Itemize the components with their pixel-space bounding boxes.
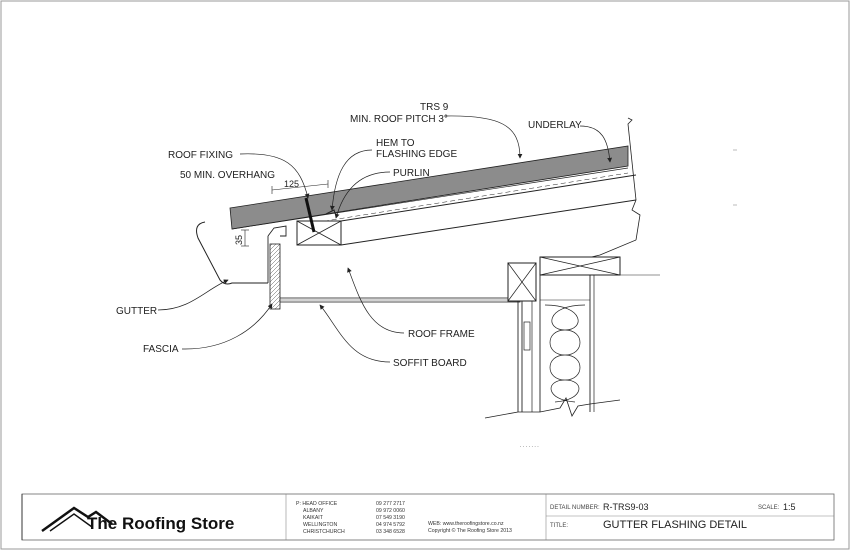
roof-frame-bottom bbox=[340, 199, 637, 246]
label-underlay: UNDERLAY bbox=[528, 120, 582, 131]
office-header: P: HEAD OFFICE bbox=[296, 501, 338, 507]
dim-35: 35 bbox=[234, 235, 244, 245]
label-soffit: SOFFIT BOARD bbox=[393, 358, 467, 369]
underlay-line bbox=[231, 167, 629, 230]
wall-insulation bbox=[544, 304, 586, 403]
roof-sheet bbox=[229, 145, 629, 230]
svg-text:. . . . . . .: . . . . . . . bbox=[520, 443, 539, 449]
phone-kaikait: 07 549 3190 bbox=[376, 515, 405, 521]
scale-value: 1:5 bbox=[783, 502, 796, 512]
label-trs: TRS 9 bbox=[420, 102, 449, 113]
label-overhang: 50 MIN. OVERHANG bbox=[180, 170, 275, 181]
dim-125: 125 bbox=[284, 179, 299, 189]
detail-number-label: DETAIL NUMBER: bbox=[550, 505, 600, 511]
label-gutter: GUTTER bbox=[116, 306, 157, 317]
web-address: WEB: www.theroofingstore.co.nz bbox=[428, 521, 504, 527]
phone-head: 09 277 2717 bbox=[376, 501, 405, 507]
office-albany: ALBANY bbox=[303, 508, 324, 514]
fascia-board bbox=[269, 243, 281, 310]
roof-frame-top bbox=[340, 174, 637, 222]
phone-albany: 09 972 0060 bbox=[376, 508, 405, 514]
drawing-title: GUTTER FLASHING DETAIL bbox=[603, 519, 747, 531]
roof-fixing-screw bbox=[304, 197, 316, 233]
office-wellington: WELLINGTON bbox=[303, 522, 337, 528]
scale-label: SCALE: bbox=[758, 505, 780, 511]
office-christchurch: CHRISTCHURCH bbox=[303, 529, 345, 535]
label-hem-2: FLASHING EDGE bbox=[376, 149, 457, 160]
label-purlin: PURLIN bbox=[393, 168, 430, 179]
phone-wellington: 04 974 5792 bbox=[376, 522, 405, 528]
label-roof-frame: ROOF FRAME bbox=[408, 329, 475, 340]
gutter-profile bbox=[196, 221, 268, 285]
detail-number-value: R-TRS9-03 bbox=[603, 502, 649, 512]
company-logo-text: The Roofing Store bbox=[87, 514, 234, 533]
office-kaikait: KAIKAIT bbox=[303, 515, 324, 521]
label-roof-fixing: ROOF FIXING bbox=[168, 150, 233, 161]
label-fascia: FASCIA bbox=[143, 344, 179, 355]
label-hem-1: HEM TO bbox=[376, 138, 415, 149]
title-label: TITLE: bbox=[550, 523, 568, 529]
label-pitch: MIN. ROOF PITCH 3° bbox=[350, 114, 448, 125]
logo-roof-icon bbox=[41, 506, 113, 533]
title-block: The Roofing Store P: HEAD OFFICE ALBANY … bbox=[21, 493, 835, 541]
phone-christchurch: 03 348 6528 bbox=[376, 529, 405, 535]
copyright-text: Copyright © The Roofing Store 2013 bbox=[428, 527, 512, 534]
